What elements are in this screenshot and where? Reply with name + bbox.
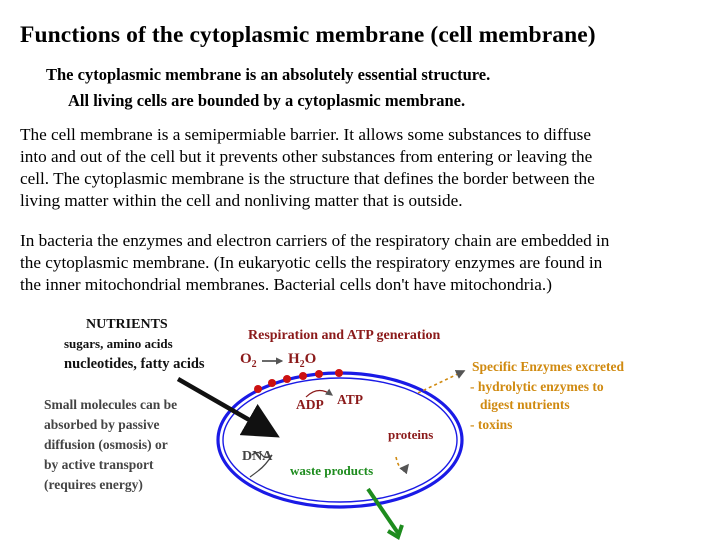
- enzymes-line: digest nutrients: [480, 397, 570, 412]
- respiratory-chain-dots: [254, 369, 343, 393]
- intro-line-2: All living cells are bounded by a cytopl…: [68, 91, 466, 110]
- absorption-line: (requires energy): [44, 477, 143, 492]
- enzyme-excretion-arrow: [417, 370, 466, 394]
- paragraph-line: the cytoplasmic membrane. (In eukaryotic…: [20, 253, 603, 272]
- cell-membrane-diagram: NUTRIENTS sugars, amino acids nucleotide…: [44, 317, 624, 540]
- waste-products-label: waste products: [290, 463, 373, 478]
- nutrients-sugars: sugars, amino acids: [64, 336, 173, 351]
- waste-arrow: [366, 487, 400, 535]
- waste-arrowhead: [386, 524, 404, 540]
- absorption-line: Small molecules can be: [44, 397, 177, 412]
- dna-icon: [251, 451, 273, 472]
- atp-label: ATP: [337, 392, 363, 407]
- oxygen-label: O2: [240, 351, 257, 370]
- absorption-line: by active transport: [44, 457, 154, 472]
- adp-label: ADP: [296, 397, 324, 412]
- absorption-arrow: [176, 377, 280, 438]
- paragraph-membrane-barrier: The cell membrane is a semipermiable bar…: [20, 124, 710, 212]
- adp-atp-arrow: [305, 388, 333, 398]
- paragraph-line: living matter within the cell and nonliv…: [20, 191, 463, 210]
- paragraph-line: The cell membrane is a semipermiable bar…: [20, 125, 591, 144]
- paragraph-line: the inner mitochondrial membranes. Bacte…: [20, 275, 552, 294]
- enzymes-line: - hydrolytic enzymes to: [470, 379, 604, 394]
- paragraph-line: cell. The cytoplasmic membrane is the st…: [20, 169, 595, 188]
- proteins-label: proteins: [388, 427, 433, 442]
- paragraph-respiratory-chain: In bacteria the enzymes and electron car…: [20, 230, 710, 296]
- paragraph-line: In bacteria the enzymes and electron car…: [20, 231, 610, 250]
- enzymes-line: - toxins: [470, 417, 512, 432]
- nutrients-nucleotides: nucleotides, fatty acids: [64, 356, 205, 372]
- page-title: Functions of the cytoplasmic membrane (c…: [20, 22, 596, 48]
- cell-membrane-inner: [222, 377, 458, 503]
- proteins-arrow: [395, 456, 410, 475]
- water-label: H2O: [288, 351, 316, 370]
- intro-line-1: The cytoplasmic membrane is an absolutel…: [46, 65, 491, 84]
- enzymes-title: Specific Enzymes excreted: [472, 359, 624, 374]
- absorption-description: Small molecules can be absorbed by passi…: [44, 397, 177, 492]
- paragraph-line: into and out of the cell but it prevents…: [20, 147, 593, 166]
- absorption-line: absorbed by passive: [44, 417, 160, 432]
- nutrients-title: NUTRIENTS: [86, 317, 168, 332]
- respiration-label: Respiration and ATP generation: [248, 328, 440, 343]
- absorption-line: diffusion (osmosis) or: [44, 437, 168, 452]
- dna-label: DNA: [242, 449, 273, 464]
- dna-pointer: [249, 470, 259, 478]
